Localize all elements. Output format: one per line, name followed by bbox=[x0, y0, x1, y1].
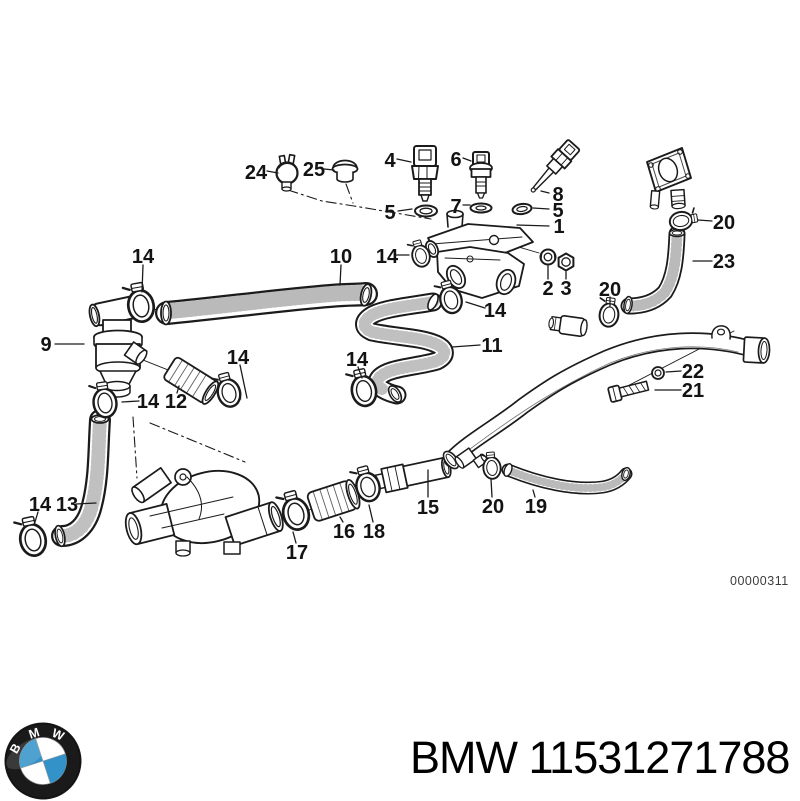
part-22-nut-drawing bbox=[651, 366, 665, 380]
hose-23-drawing bbox=[620, 225, 686, 315]
part-label-24: 24 bbox=[245, 162, 268, 184]
part-label-16: 16 bbox=[333, 521, 355, 543]
part-2-nut-drawing bbox=[539, 248, 557, 266]
part-label-15: 15 bbox=[417, 497, 439, 519]
logo-letter-w: W bbox=[50, 726, 67, 744]
part-label-14: 14 bbox=[484, 300, 507, 322]
part-label-14: 14 bbox=[137, 391, 160, 413]
part-number-text: BMW 11531271788 bbox=[410, 732, 791, 783]
part-label-12: 12 bbox=[165, 391, 187, 413]
part-number: 11531271788 bbox=[528, 732, 791, 783]
part-1-thermostat-housing-drawing bbox=[424, 209, 534, 299]
part-label-6: 6 bbox=[450, 149, 461, 171]
hose-11-drawing bbox=[355, 292, 454, 405]
part-4-sensor-drawing bbox=[411, 145, 439, 202]
logo-quadrant-blue-se bbox=[43, 753, 67, 784]
part-label-14: 14 bbox=[227, 347, 250, 369]
part-5-oring-left-drawing bbox=[414, 204, 438, 218]
part-6-sensor-drawing bbox=[469, 151, 493, 199]
part-label-20: 20 bbox=[482, 496, 504, 518]
part-label-9: 9 bbox=[40, 334, 51, 356]
construction-lines bbox=[132, 183, 432, 479]
part-label-1: 1 bbox=[553, 216, 564, 238]
part-3-plug-drawing bbox=[557, 252, 575, 272]
part-label-21: 21 bbox=[682, 380, 704, 402]
water-pump-drawing bbox=[124, 467, 284, 557]
part-label-25: 25 bbox=[303, 159, 325, 181]
part-15-pipe-drawing bbox=[372, 456, 452, 494]
part-label-14: 14 bbox=[346, 349, 369, 371]
part-label-8: 8 bbox=[552, 184, 563, 206]
logo-gloss bbox=[6, 737, 49, 770]
part-label-20: 20 bbox=[713, 212, 735, 234]
part-label-18: 18 bbox=[363, 521, 385, 543]
brand-text: BMW bbox=[410, 732, 518, 783]
part-24-temp-switch-drawing bbox=[275, 153, 299, 192]
hose-13-drawing bbox=[51, 409, 111, 548]
logo-quadrant-blue-nw bbox=[19, 738, 43, 769]
part-label-4: 4 bbox=[384, 150, 396, 172]
logo-rim-edge bbox=[5, 723, 81, 799]
part-label-23: 23 bbox=[713, 251, 735, 273]
part-label-11: 11 bbox=[481, 335, 502, 357]
part-5-oring-right-drawing bbox=[511, 202, 533, 216]
logo-letter-m: M bbox=[27, 725, 41, 742]
bmw-logo: B M W bbox=[4, 722, 82, 800]
part-12-hose-drawing bbox=[163, 356, 220, 405]
part-25-cap-drawing bbox=[331, 159, 359, 183]
outlet-flange-drawing bbox=[646, 147, 692, 210]
part-label-14: 14 bbox=[29, 494, 52, 516]
part-label-7: 7 bbox=[450, 196, 461, 218]
hose-10-drawing bbox=[155, 282, 378, 326]
label-leader-lines bbox=[34, 157, 713, 544]
hose-19-drawing bbox=[501, 463, 633, 495]
part-21-bolt-drawing bbox=[607, 380, 650, 403]
diagram-code-watermark: 00000311 bbox=[730, 574, 789, 588]
part-label-10: 10 bbox=[330, 246, 352, 268]
part-7-washer-drawing bbox=[469, 202, 493, 214]
part-8-sensor-drawing bbox=[530, 139, 581, 193]
part-label-20: 20 bbox=[599, 279, 621, 301]
bleed-fitting-drawing bbox=[548, 315, 588, 337]
part-label-5: 5 bbox=[552, 200, 563, 222]
part-label-14: 14 bbox=[132, 246, 155, 268]
part-label-5: 5 bbox=[384, 202, 395, 224]
part-label-13: 13 bbox=[56, 494, 78, 516]
part-label-14: 14 bbox=[376, 246, 399, 268]
part-label-19: 19 bbox=[525, 496, 547, 518]
part-label-22: 22 bbox=[682, 361, 704, 383]
hose-16-drawing bbox=[306, 478, 361, 522]
exploded-parts-diagram: 2425468575123202320222191410141411141414… bbox=[12, 139, 771, 564]
part-label-2: 2 bbox=[542, 278, 553, 300]
part-label-3: 3 bbox=[560, 278, 571, 300]
part-label-17: 17 bbox=[286, 542, 308, 564]
